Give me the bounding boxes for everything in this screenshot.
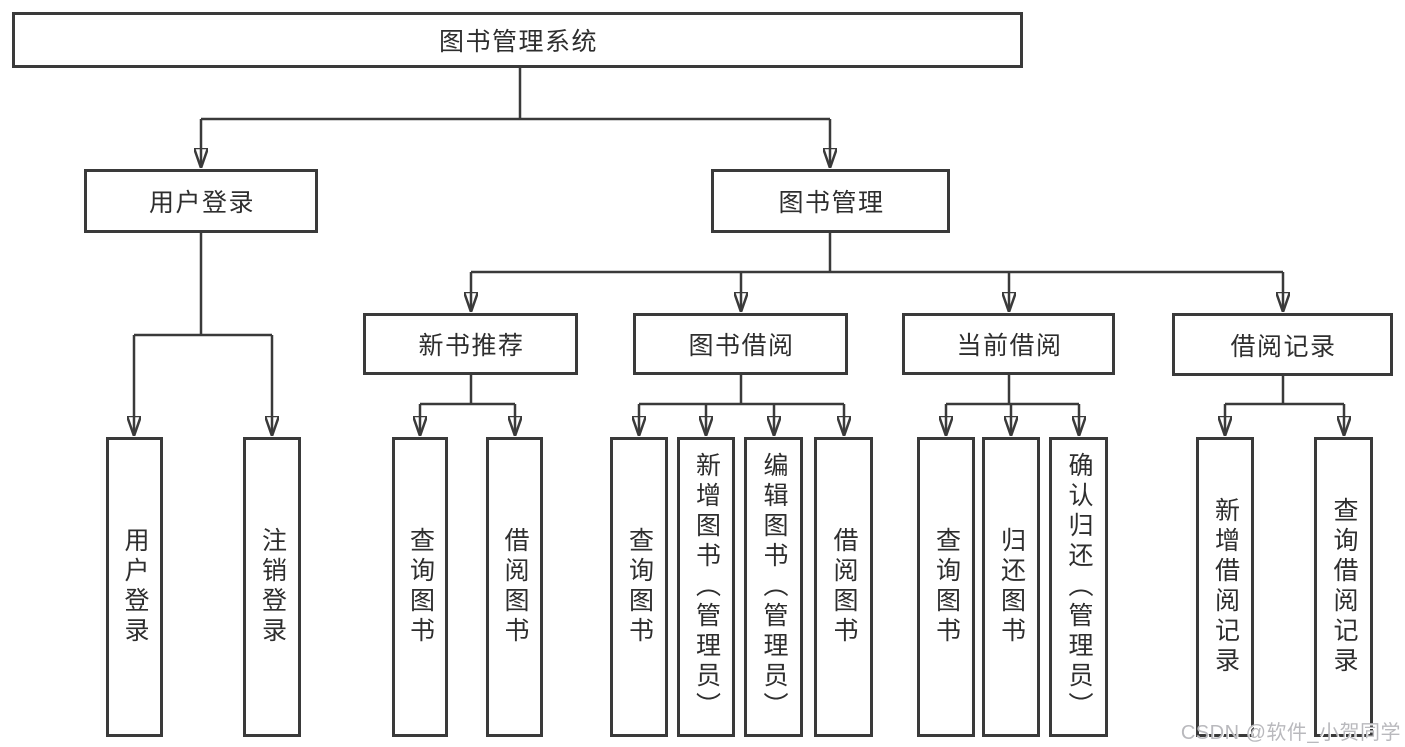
node-book-borrow-label: 图书借阅 [688,332,795,360]
leaf-borrow-books-newbook: 借阅图书 [486,437,543,737]
leaf-logout-label: 注销登录 [258,527,287,647]
leaf-query-books-newbook: 查询图书 [392,437,448,737]
leaf-query-borrow-record-label: 查询借阅记录 [1330,497,1358,677]
leaf-add-books-admin-label: 新增图书（管理员） [692,452,721,722]
leaf-query-books-current-label: 查询图书 [932,527,961,647]
node-user-login: 用户登录 [84,169,318,233]
leaf-add-books-admin: 新增图书（管理员） [677,437,735,737]
leaf-query-books-borrow: 查询图书 [610,437,668,737]
node-user-login-label: 用户登录 [148,189,255,217]
node-book-management: 图书管理 [711,169,950,233]
leaf-return-books: 归还图书 [982,437,1040,737]
leaf-add-borrow-record-label: 新增借阅记录 [1211,497,1240,677]
leaf-query-books-newbook-label: 查询图书 [406,527,435,647]
node-current-borrow-label: 当前借阅 [956,332,1063,360]
node-borrow-records-label: 借阅记录 [1230,332,1337,361]
leaf-query-books-borrow-label: 查询图书 [625,527,654,647]
node-book-management-label: 图书管理 [778,189,885,217]
leaf-user-login-label: 用户登录 [121,527,149,647]
leaf-query-books-current: 查询图书 [917,437,975,737]
leaf-edit-books-admin-label: 编辑图书（管理员） [760,452,788,722]
leaf-borrow-books-borrow-label: 借阅图书 [830,527,858,647]
node-book-borrow: 图书借阅 [633,313,848,375]
leaf-confirm-return-admin: 确认归还（管理员） [1049,437,1108,737]
node-current-borrow: 当前借阅 [902,313,1115,375]
leaf-logout: 注销登录 [243,437,301,737]
leaf-confirm-return-admin-label: 确认归还（管理员） [1065,452,1093,722]
node-new-book-recommend-label: 新书推荐 [418,332,525,360]
node-borrow-records: 借阅记录 [1172,313,1393,376]
watermark: CSDN @软件_小贺同学 [1180,722,1401,744]
leaf-add-borrow-record: 新增借阅记录 [1196,437,1254,737]
node-new-book-recommend: 新书推荐 [363,313,578,375]
leaf-borrow-books-newbook-label: 借阅图书 [501,527,529,647]
leaf-edit-books-admin: 编辑图书（管理员） [744,437,803,737]
leaf-query-borrow-record: 查询借阅记录 [1314,437,1373,737]
node-root: 图书管理系统 [12,12,1023,68]
leaf-user-login: 用户登录 [106,437,163,737]
leaf-return-books-label: 归还图书 [997,527,1026,647]
node-root-label: 图书管理系统 [438,28,598,56]
leaf-borrow-books-borrow: 借阅图书 [814,437,873,737]
